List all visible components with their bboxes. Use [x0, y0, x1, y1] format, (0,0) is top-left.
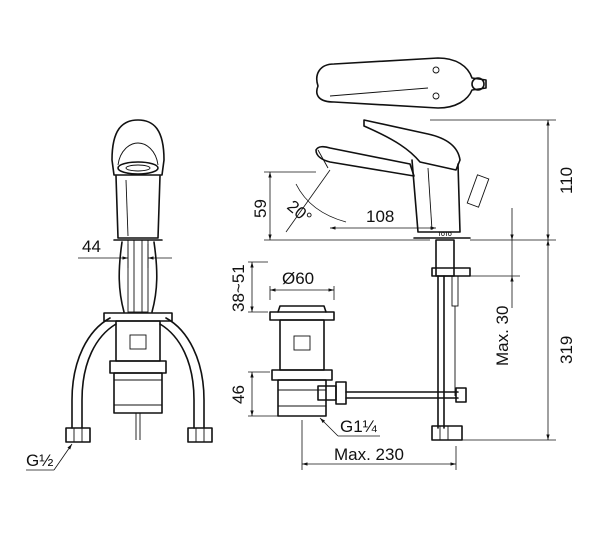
dim-20deg-label: 20°: [283, 197, 315, 228]
dim-319-label: 319: [557, 336, 576, 364]
dim-38-51-label: 38~51: [229, 264, 248, 312]
dim-108-label: 108: [366, 207, 394, 226]
side-view: TOTO 20° 59 108 110 Max. 30: [251, 57, 576, 441]
brand-mark: TOTO: [438, 232, 452, 238]
dim-max230-label: Max. 230: [334, 445, 404, 464]
thread-g-one-quarter-label: G1¼: [340, 417, 378, 436]
dim-46-label: 46: [229, 385, 248, 404]
dim-44-label: 44: [82, 237, 101, 256]
dim-max30-label: Max. 30: [493, 306, 512, 366]
front-view: 44 G½: [26, 119, 213, 471]
thread-g-half-label: G½: [26, 451, 53, 470]
popup-waste-view: Ø60 38~51 46 G1¼ Max. 230: [229, 261, 459, 470]
dim-110-label: 110: [557, 167, 576, 194]
dim-59-label: 59: [251, 199, 270, 218]
dim-d60-label: Ø60: [282, 269, 314, 288]
